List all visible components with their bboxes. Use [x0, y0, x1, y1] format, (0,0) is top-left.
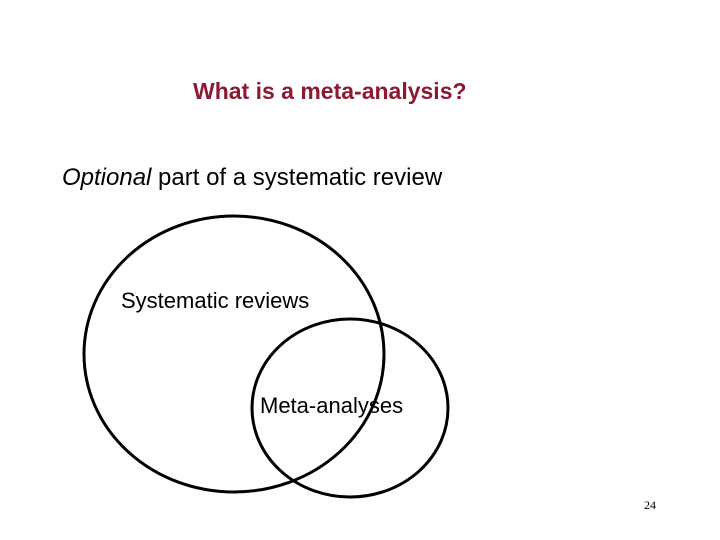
- systematic-reviews-label: Systematic reviews: [121, 288, 310, 313]
- systematic-reviews-circle: [82, 214, 386, 494]
- slide-title: What is a meta-analysis?: [193, 78, 467, 104]
- meta-analyses-circle: [250, 317, 450, 499]
- subtitle-emphasis: Optional: [62, 164, 152, 191]
- slide-subtitle: Optional part of a systematic review: [62, 164, 442, 192]
- subtitle-text: part of a systematic review: [151, 164, 443, 191]
- page-number: 24: [644, 498, 656, 512]
- meta-analyses-label: Meta-analyses: [260, 393, 404, 418]
